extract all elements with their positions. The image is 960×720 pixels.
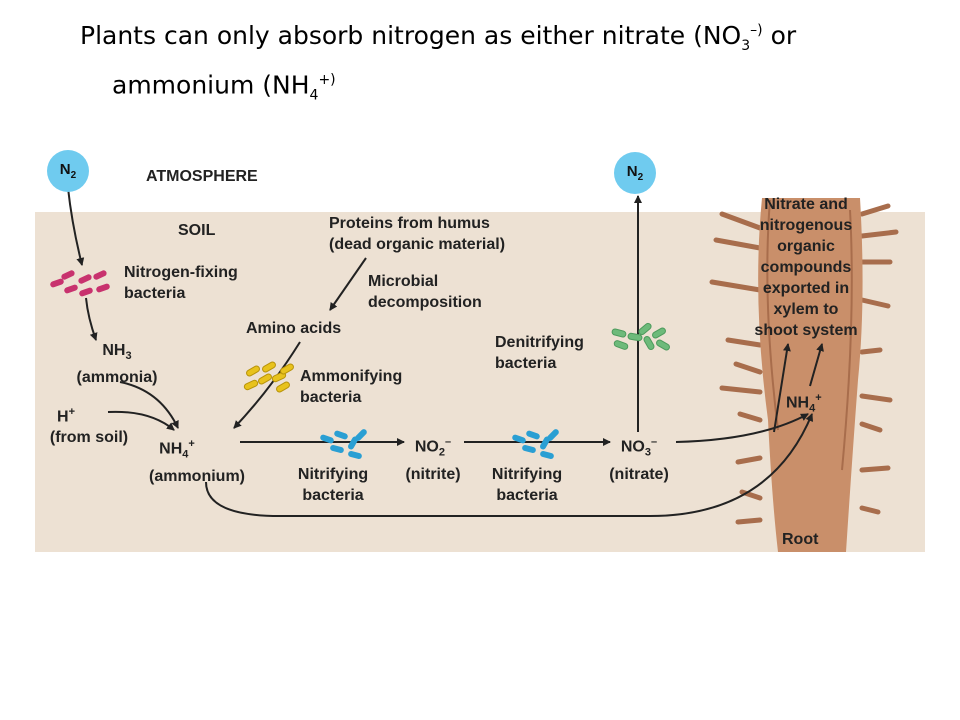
n2-left-label: N2 <box>59 161 77 181</box>
no3-nitrate-label: NO3– (nitrate) <box>609 436 669 483</box>
soil-label: SOIL <box>178 222 216 239</box>
n2-right-label: N2 <box>626 163 644 183</box>
amino-acids-label: Amino acids <box>246 320 342 337</box>
nh3-label: NH3 (ammonia) <box>76 342 158 387</box>
arrow-proteins-to-amino <box>329 257 367 311</box>
arrow-n2-to-fixing <box>67 187 85 266</box>
atmosphere-label: ATMOSPHERE <box>146 168 258 185</box>
arrow-root-export-1 <box>773 343 791 433</box>
nitrifying-bacteria-2 <box>512 429 559 460</box>
root-label: Root <box>782 531 819 548</box>
title-line-2: ammonium (NH4+) <box>112 70 336 104</box>
no2-nitrite-label: NO2– (nitrite) <box>405 436 461 483</box>
n2-atmosphere-right: N2 <box>614 152 656 194</box>
arrow-h-to-nh4 <box>107 410 175 431</box>
denitrifying-bacteria <box>611 322 670 351</box>
nh4-root-label: NH4+ <box>786 392 822 415</box>
arrow-nh4-to-root <box>205 413 814 517</box>
arrow-amino-to-nh4 <box>233 341 301 429</box>
proteins-label: Proteins from humus(dead organic materia… <box>329 215 506 253</box>
cycle-arrows <box>67 187 824 517</box>
nitrate-export-label: Nitrate and nitrogenous organic compound… <box>754 196 858 339</box>
arrow-nh3-to-nh4 <box>119 381 179 429</box>
nitrifying-bacteria-1 <box>320 429 367 460</box>
slide-title: Plants can only absorb nitrogen as eithe… <box>80 14 940 113</box>
title-line-1: Plants can only absorb nitrogen as eithe… <box>80 21 797 55</box>
h-plus-label: H+ (from soil) <box>49 406 129 447</box>
nitrogen-fixing-bacteria <box>50 270 110 297</box>
n2-atmosphere-left: N2 <box>47 150 89 192</box>
arrow-no3-to-root <box>675 413 809 443</box>
arrow-fixing-to-nh3 <box>85 297 98 341</box>
ammonifying-bacteria <box>243 361 294 393</box>
root-illustration <box>709 198 899 552</box>
arrow-root-export-2 <box>809 343 824 387</box>
nh4-ammonium-label: NH4+ (ammonium) <box>149 438 245 485</box>
